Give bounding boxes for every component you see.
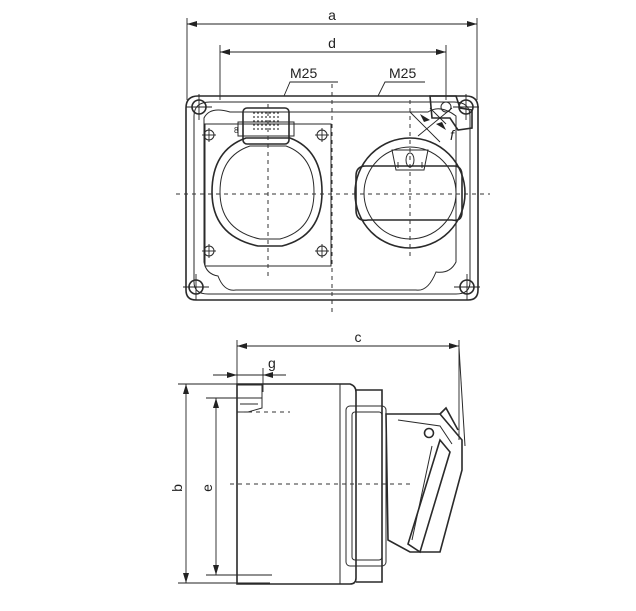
hinge-pin xyxy=(423,427,435,439)
front-centerlines xyxy=(176,84,490,312)
side-centerlines xyxy=(230,411,410,485)
dimension-c-label: c xyxy=(355,329,362,345)
dimension-f-label: f xyxy=(450,127,456,143)
dimension-g-label: g xyxy=(268,355,276,371)
dimension-d-label: d xyxy=(328,35,336,51)
socket-mark: 8 xyxy=(234,126,239,135)
dimension-a: a xyxy=(186,7,478,100)
dimension-d: d xyxy=(219,35,447,100)
mounting-holes xyxy=(183,94,480,300)
gland-callout-left: M25 xyxy=(283,65,338,97)
front-view: a d M25 M25 xyxy=(176,7,490,312)
mounting-hole-top-left xyxy=(186,94,212,120)
dimension-f: f xyxy=(409,95,473,143)
gland-callout-right: M25 xyxy=(377,65,425,97)
dimension-e: e xyxy=(199,397,272,576)
side-view: c g b e xyxy=(169,329,466,585)
mounting-hole-bottom-left xyxy=(183,274,209,300)
mounting-hole-bottom-right xyxy=(454,274,480,300)
dimension-b-label: b xyxy=(169,484,185,492)
front-housing xyxy=(185,95,479,301)
side-housing xyxy=(236,347,466,585)
gland-right-label: M25 xyxy=(389,65,416,81)
dimension-e-label: e xyxy=(199,484,215,492)
dimension-g: g xyxy=(213,355,286,392)
dimension-a-label: a xyxy=(328,7,336,23)
gland-left-label: M25 xyxy=(290,65,317,81)
lid-grip-dots xyxy=(253,112,279,130)
socket-plate: 8 xyxy=(202,107,332,267)
